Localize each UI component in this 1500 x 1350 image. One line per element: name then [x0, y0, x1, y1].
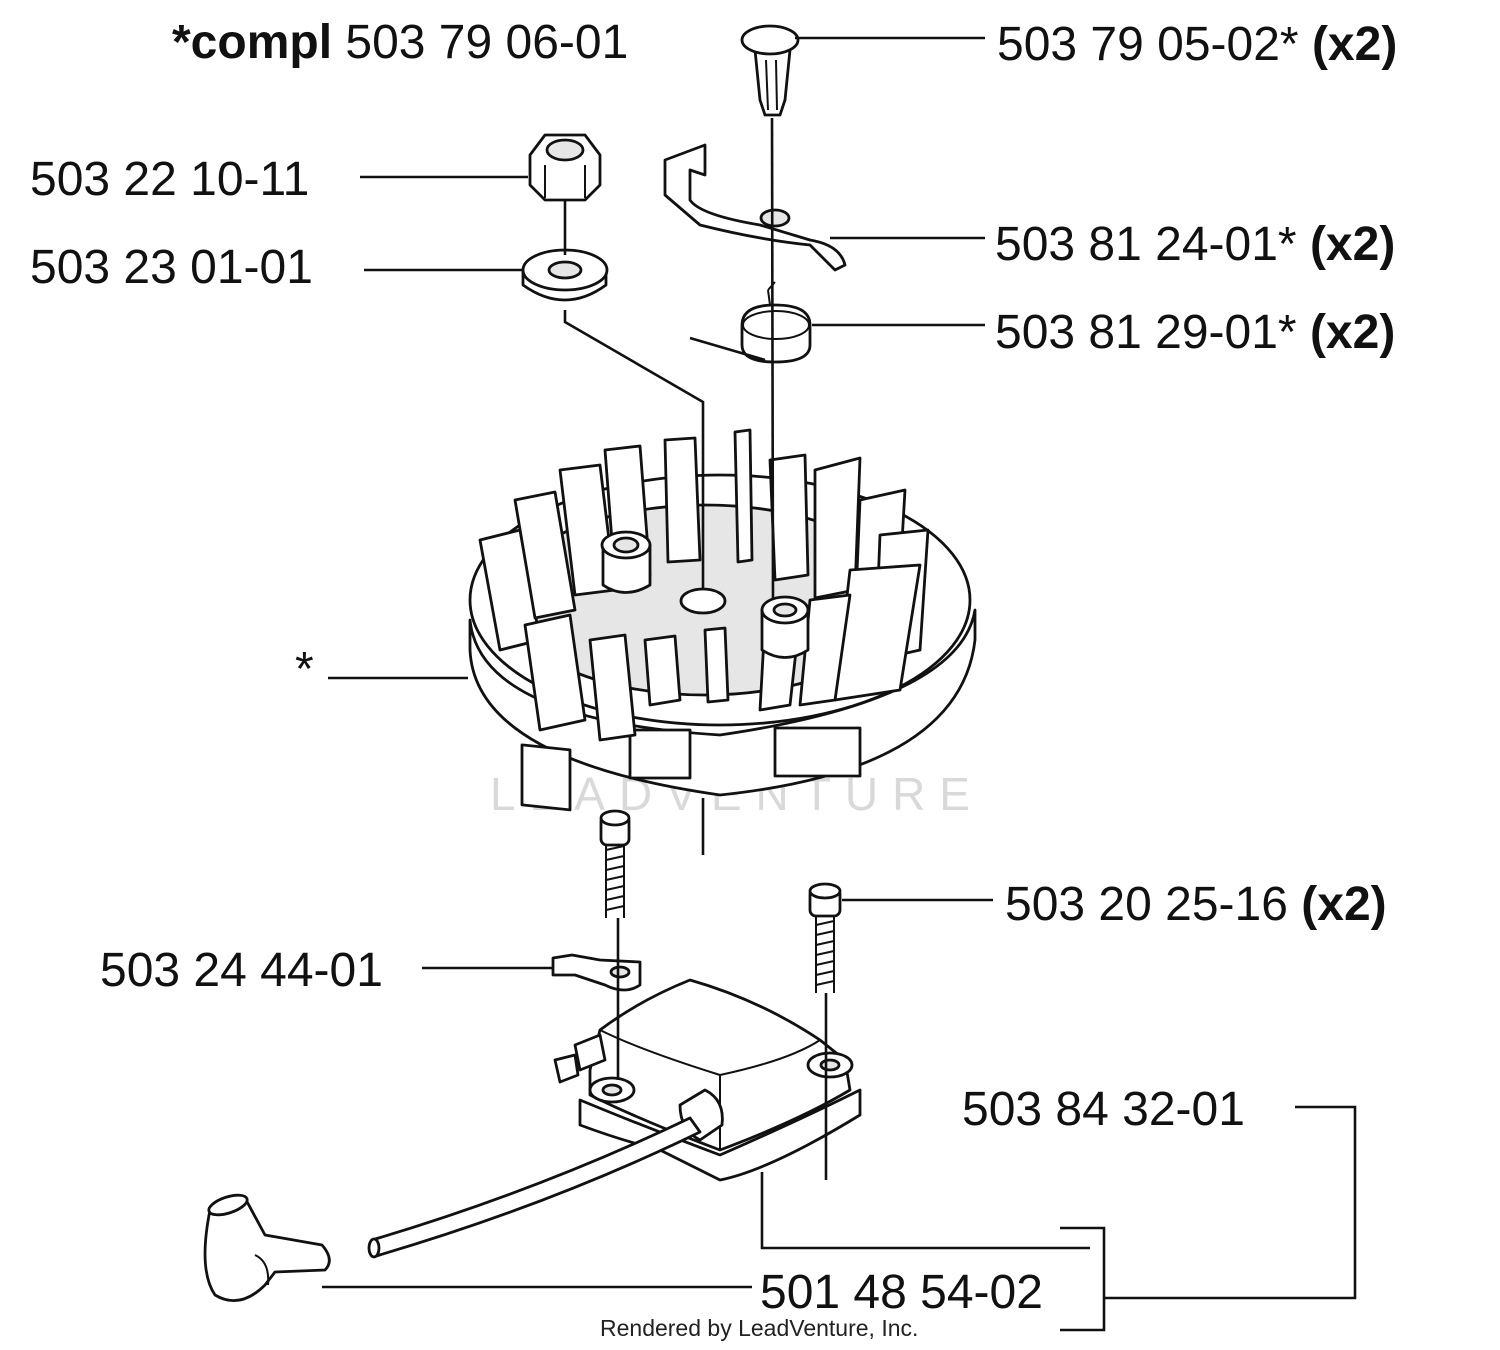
screw-right-drawing [808, 882, 842, 993]
terminal-drawing [551, 953, 642, 992]
flywheel-drawing [468, 428, 977, 812]
compl-number: 503 79 06-01 [345, 16, 628, 69]
screw-left-drawing [599, 809, 631, 918]
pawl-drawing [663, 143, 847, 272]
pin-drawing [740, 24, 800, 117]
pawl-qty: (x2) [1310, 218, 1395, 271]
module-assembly-label: 503 84 32-01 [962, 1083, 1245, 1136]
spring-label: 503 81 29-01* (x2) [995, 306, 1395, 359]
flywheel-marker: * [295, 643, 314, 696]
ignition-module-drawing [553, 978, 862, 1182]
washer-drawing [521, 248, 609, 302]
nut-label: 503 22 10-11 [30, 153, 309, 206]
leader-lines [322, 36, 1357, 1332]
spring-qty: (x2) [1310, 306, 1395, 359]
pawl-number: 503 81 24-01* [995, 218, 1297, 271]
pin-label: 503 79 05-02* (x2) [997, 18, 1397, 71]
complete-assembly-label: *compl 503 79 06-01 [172, 16, 628, 69]
screw-number: 503 20 25-16 [1005, 878, 1288, 931]
pawl-label: 503 81 24-01* (x2) [995, 218, 1395, 271]
spark-plug-boot-drawing [203, 1193, 331, 1303]
compl-prefix: *compl [172, 16, 332, 69]
pin-qty: (x2) [1312, 18, 1397, 71]
footer-credit: Rendered by LeadVenture, Inc. [600, 1315, 918, 1341]
spring-number: 503 81 29-01* [995, 306, 1297, 359]
terminal-label: 503 24 44-01 [100, 944, 383, 997]
pin-number: 503 79 05-02* [997, 18, 1299, 71]
spring-drawing [740, 281, 812, 364]
boot-label: 501 48 54-02 [760, 1266, 1043, 1319]
ht-lead-drawing [367, 1116, 702, 1259]
nut-drawing [528, 133, 602, 202]
screw-label: 503 20 25-16 (x2) [1005, 878, 1387, 931]
washer-label: 503 23 01-01 [30, 241, 313, 294]
screw-qty: (x2) [1301, 878, 1386, 931]
